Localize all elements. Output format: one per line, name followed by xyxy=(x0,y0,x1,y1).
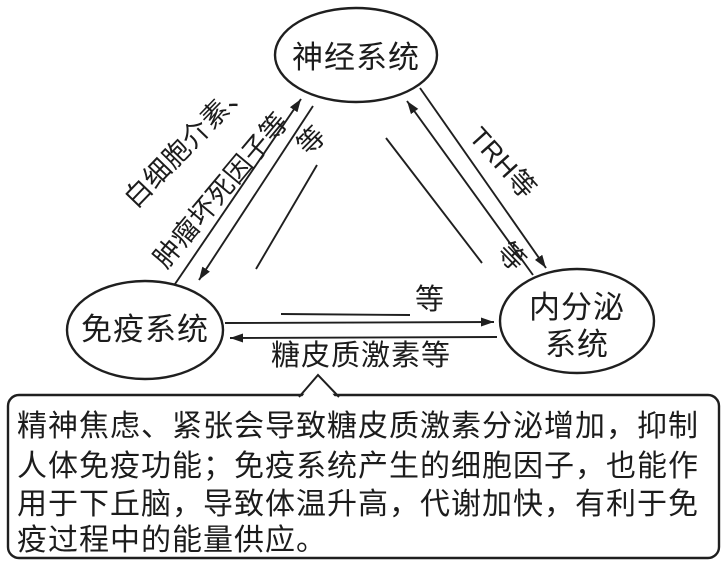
arrow-immune-to-nervous xyxy=(174,98,302,285)
line-nervous-to-immune-etc xyxy=(255,164,318,270)
note-box xyxy=(6,393,721,560)
label-endocrine-to-nervous-etc: 等 xyxy=(491,236,532,277)
note-line-1: 精神焦虑、紧张会导致糖皮质激素分泌增加，抑制 xyxy=(17,410,699,443)
line-endocrine-to-nervous-etc xyxy=(385,137,483,264)
endocrine-system-node xyxy=(498,267,656,375)
arrow-endocrine-to-nervous xyxy=(406,100,534,276)
label-glucocorticoid: 糖皮质激素等 xyxy=(271,339,451,372)
label-trh: TRH等 xyxy=(463,122,542,205)
line-immune-to-endocrine-etc xyxy=(280,313,411,316)
arrow-nervous-to-immune xyxy=(198,105,314,281)
nervous-system-node xyxy=(273,6,439,104)
arrow-immune-to-endocrine xyxy=(224,317,495,327)
immune-system-node xyxy=(65,279,225,381)
note-line-2: 人体免疫功能；免疫系统产生的细胞因子，也能作 xyxy=(17,450,699,483)
note-line-4: 疫过程中的能量供应。 xyxy=(17,524,327,557)
note-box-pointer-fill xyxy=(301,376,336,398)
immune-system-label: 免疫系统 xyxy=(81,312,209,347)
arrow-endocrine-to-immune xyxy=(229,333,498,343)
label-immune-to-endocrine-etc: 等 xyxy=(415,283,445,316)
arrow-nervous-to-endocrine xyxy=(419,87,547,269)
note-line-3: 用于下丘脑，导致体温升高，代谢加快，有利于免 xyxy=(17,488,699,521)
endocrine-system-label-line2: 系统 xyxy=(545,327,609,362)
label-tumor-necrosis-factor: 肿瘤坏死因子等 xyxy=(148,107,295,274)
endocrine-system-label-line1: 内分泌 xyxy=(529,290,625,325)
note-box-pointer-icon xyxy=(298,373,340,398)
label-nervous-to-immune-etc: 等 xyxy=(291,120,332,161)
nervous-system-label: 神经系统 xyxy=(292,40,420,75)
